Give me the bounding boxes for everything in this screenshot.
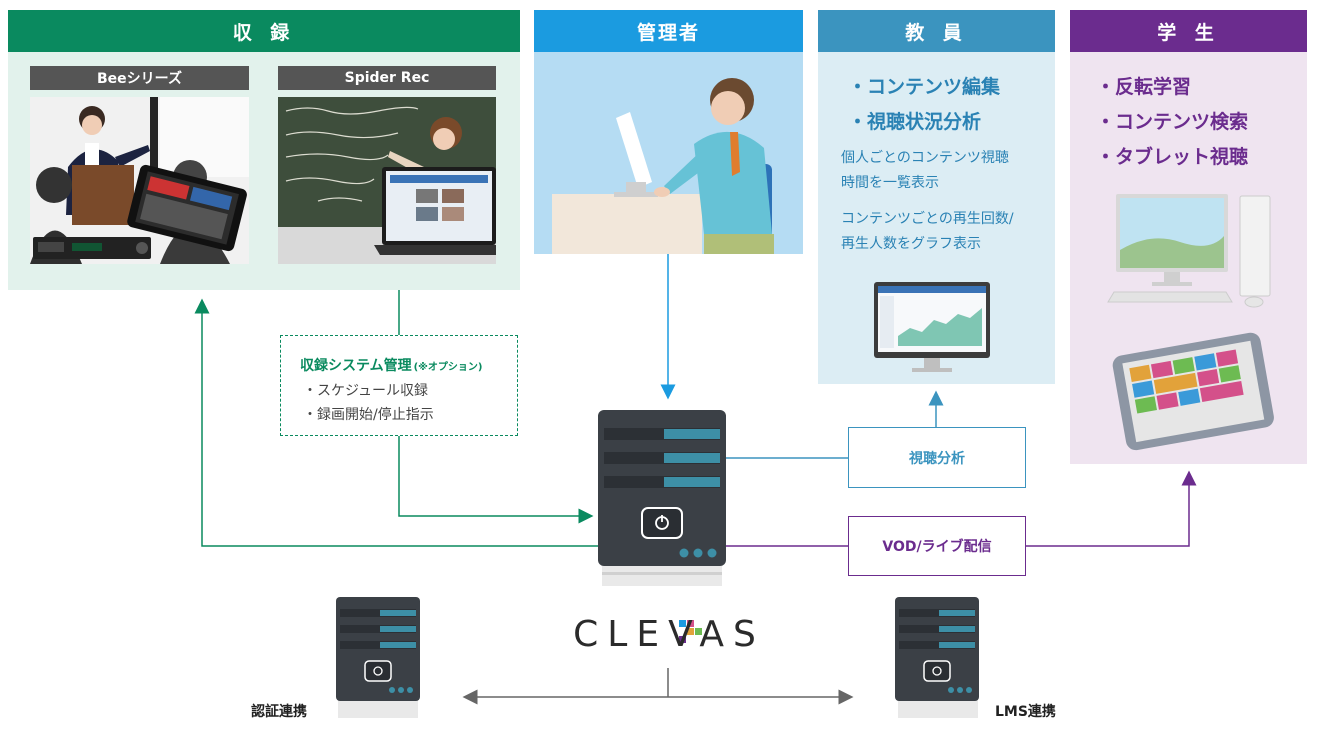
recording-title: 収 録	[8, 10, 520, 52]
viewing-analysis-box: 視聴分析	[848, 427, 1026, 488]
clevas-logo: CLEVAS	[560, 610, 778, 658]
teacher-desc-2b: 再生人数をグラフ表示	[841, 236, 981, 252]
option-item-record-control: ・録画開始/停止指示	[303, 407, 434, 423]
bee-series-photo	[30, 97, 249, 264]
teacher-bullet-analysis: ・視聴状況分析	[848, 111, 982, 133]
option-note: (※オプション)	[413, 362, 483, 373]
bee-series-label: Beeシリーズ	[30, 66, 249, 90]
spider-rec-photo	[278, 97, 496, 264]
vod-live-box: VOD/ライブ配信	[848, 516, 1026, 576]
teacher-desc-2a: コンテンツごとの再生回数/	[841, 211, 1014, 227]
student-panel: 学 生 ・反転学習 ・コンテンツ検索 ・タブレット視聴	[1070, 10, 1307, 464]
teacher-desc-1b: 時間を一覧表示	[841, 175, 939, 191]
student-devices-illustration	[1107, 194, 1274, 451]
student-bullet-tablet: ・タブレット視聴	[1096, 146, 1249, 168]
recording-panel: 収 録 Beeシリーズ Spider Rec	[8, 10, 520, 290]
option-title-text: 収録システム管理	[300, 358, 412, 374]
student-bullet-flipped: ・反転学習	[1096, 76, 1192, 98]
auth-server-icon	[336, 597, 420, 718]
option-item-schedule: ・スケジュール収録	[303, 383, 429, 399]
auth-integration-label: 認証連携	[251, 704, 307, 720]
teacher-panel: 教 員 ・コンテンツ編集 ・視聴状況分析 個人ごとのコンテンツ視聴 時間を一覧表…	[818, 10, 1055, 384]
teacher-bullet-edit: ・コンテンツ編集	[848, 76, 1001, 98]
clevas-logo-mosaic	[679, 620, 702, 643]
admin-panel: 管理者	[534, 10, 803, 254]
lms-server-icon	[895, 597, 979, 718]
clevas-logo-text: CLEVAS	[573, 613, 765, 655]
admin-title: 管理者	[534, 10, 803, 52]
spider-rec-label: Spider Rec	[278, 66, 496, 90]
student-title: 学 生	[1070, 10, 1307, 52]
admin-illustration	[552, 78, 774, 254]
teacher-desc-1a: 個人ごとのコンテンツ視聴	[841, 150, 1009, 166]
recording-system-option-box: 収録システム管理(※オプション) ・スケジュール収録 ・録画開始/停止指示	[280, 335, 518, 436]
clevas-server-icon	[598, 410, 726, 586]
analytics-monitor-icon	[874, 282, 990, 372]
lms-integration-label: LMS連携	[995, 704, 1056, 720]
option-title: 収録システム管理(※オプション)	[300, 355, 482, 375]
teacher-title: 教 員	[818, 10, 1055, 52]
student-bullet-search: ・コンテンツ検索	[1096, 111, 1249, 133]
